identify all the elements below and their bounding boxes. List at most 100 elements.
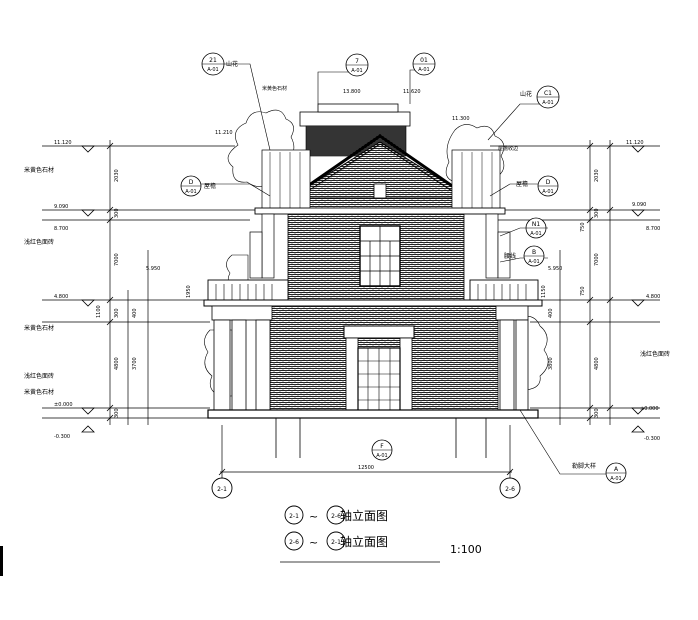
callout-num: C1: [544, 90, 552, 97]
dim-text: 12500: [358, 465, 374, 471]
callout-bubble-n1: N1 A-01: [525, 217, 547, 239]
callout-text: 勒脚大样: [572, 462, 596, 470]
callout-bubble-c1: C1 A-01 山花: [520, 85, 560, 109]
callout-sub: A-01: [610, 476, 621, 482]
dim-text: 750: [580, 286, 586, 296]
axis-label: 2-1: [217, 486, 227, 493]
dim-text: 400: [548, 308, 554, 318]
legend-title: 轴立面图: [340, 508, 388, 523]
level-elev: -0.300: [54, 434, 70, 440]
axis-label: 2-6: [505, 486, 515, 493]
dim-text: 7000: [594, 253, 600, 266]
callout-num: 01: [420, 57, 428, 64]
dim-text: 2030: [594, 169, 600, 182]
dim-text: 1150: [541, 285, 547, 298]
callout-sub: A-01: [528, 259, 539, 265]
material-label: 浅红色面砖: [24, 372, 54, 380]
callout-num: N1: [532, 221, 540, 228]
dim-text: 4800: [114, 357, 120, 370]
callout-bubble-d-right: D A-01 屋檐: [516, 175, 559, 197]
dim-text: 300: [594, 408, 600, 418]
callout-text: 屋檐: [204, 182, 216, 190]
legend-title: 轴立面图: [340, 534, 388, 549]
note-text: 11.620: [403, 89, 421, 95]
level-elev: -0.300: [644, 436, 660, 442]
dim-text: 7000: [114, 253, 120, 266]
legend-row-2: 2-6 ~ 2-1 轴立面图: [284, 531, 388, 551]
note-text: 11.210: [215, 130, 233, 136]
level-elev: 9.090: [632, 202, 646, 208]
note-text: 屋檐收边: [498, 145, 518, 152]
building: [203, 103, 543, 458]
callout-text: 山花: [226, 60, 238, 68]
dim-text: 400: [132, 308, 138, 318]
callout-num: F: [380, 443, 384, 450]
material-label: 米黄色石材: [24, 388, 54, 396]
dim-text: 4800: [594, 357, 600, 370]
scale-label: 1:100: [450, 543, 482, 556]
svg-text:~: ~: [309, 536, 318, 549]
callout-sub: A-01: [376, 453, 387, 459]
dim-text: 1950: [186, 285, 192, 298]
dim-text: 300: [114, 408, 120, 418]
callout-sub: A-01: [530, 231, 541, 237]
material-label: 米黄色石材: [24, 324, 54, 332]
callout-text: 屋檐: [516, 180, 528, 188]
level-markers: [81, 145, 645, 433]
left-edge-mark: [0, 546, 3, 576]
dimension-texts: 2030 300 7000 1100 300 4800 300 2030 300…: [96, 169, 600, 471]
level-elev: 8.700: [54, 226, 68, 232]
level-elev: 8.700: [646, 226, 660, 232]
top-notes: 米黄色石材 13.800 11.620 11.300 11.210 屋檐收边: [215, 85, 518, 152]
level-elev: ±0.000: [640, 406, 659, 412]
level-elev: 5.950: [146, 266, 160, 272]
material-label: 浅红色面砖: [640, 350, 670, 358]
axis-bubble-left: 2-1: [211, 477, 233, 499]
right-level-texts: 11.120 9.090 8.700 5.950 4.800 浅红色面砖 ±0.…: [548, 140, 670, 442]
callout-num: D: [189, 179, 194, 186]
callout-bubble-a: A A-01 勒脚大样: [572, 462, 627, 484]
callout-bubble-7: 7 A-01: [345, 53, 369, 77]
level-elev: 5.950: [548, 266, 562, 272]
level-elev: 4.800: [54, 294, 68, 300]
legend-from: 2-1: [289, 513, 299, 520]
material-label: 米黄色石材: [24, 166, 54, 174]
dim-text: 300: [594, 208, 600, 218]
callout-sub: A-01: [542, 100, 553, 106]
dim-text: 750: [580, 222, 586, 232]
callout-sub: A-01: [185, 189, 196, 195]
callout-sub: A-01: [351, 68, 362, 74]
callout-num: 7: [355, 58, 359, 65]
callout-bubble-01: 01 A-01: [412, 52, 436, 76]
left-level-texts: 11.120 9.090 8.700 5.950 4.800 ±0.000 -0…: [24, 140, 160, 440]
dim-text: 300: [114, 308, 120, 318]
dim-text: 2030: [114, 169, 120, 182]
callout-bubble-b: B A-01 腰线: [504, 245, 545, 267]
callout-num: A: [614, 466, 619, 473]
callout-text: 山花: [520, 90, 532, 98]
material-label: 浅红色面砖: [24, 238, 54, 246]
dim-text: 300: [114, 208, 120, 218]
dim-text: 3700: [132, 357, 138, 370]
callout-num: B: [532, 249, 536, 256]
callout-sub: A-01: [207, 67, 218, 73]
legend-from: 2-6: [289, 539, 299, 546]
level-elev: 11.120: [54, 140, 72, 146]
note-text: 米黄色石材: [262, 85, 287, 92]
callout-bubble-f: F A-01: [371, 439, 393, 461]
dim-text: 1100: [96, 305, 102, 318]
level-elev: ±0.000: [54, 402, 73, 408]
dim-text: 3800: [548, 357, 554, 370]
dimension-ticks: [106, 142, 614, 476]
svg-text:~: ~: [309, 510, 318, 523]
callout-bubble-21: 21 A-01 山花: [201, 52, 238, 76]
level-lines: [42, 140, 660, 480]
note-text: 11.300: [452, 116, 470, 122]
callout-bubble-d-left: D A-01 屋檐: [180, 175, 216, 197]
callout-sub: A-01: [418, 67, 429, 73]
callout-sub: A-01: [542, 189, 553, 195]
note-text: 13.800: [343, 89, 361, 95]
callout-text: 腰线: [504, 252, 516, 260]
callout-num: 21: [209, 57, 217, 64]
